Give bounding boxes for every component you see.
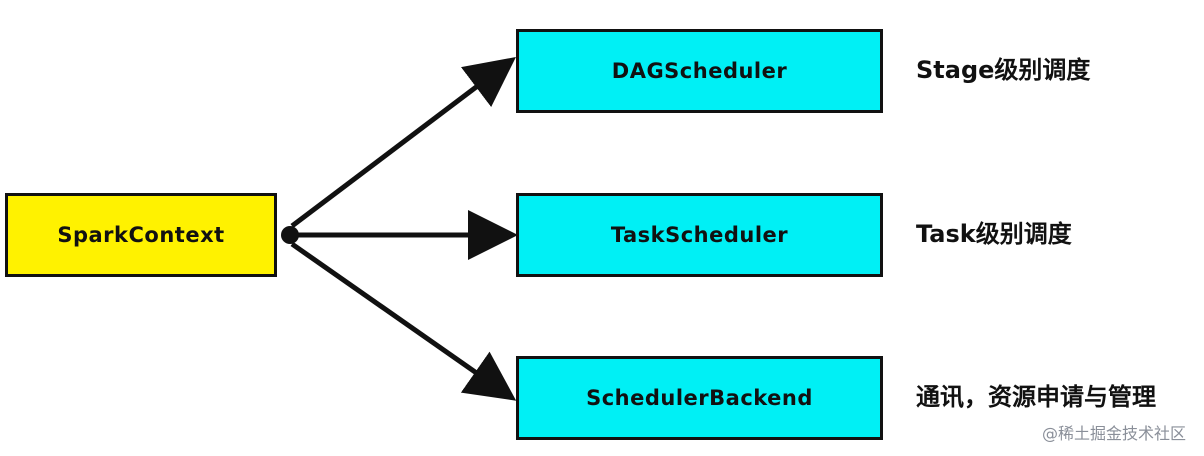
task-scheduler-description: Task级别调度 [916, 220, 1072, 248]
dag-scheduler-node: DAGScheduler [516, 29, 883, 113]
dag-scheduler-description: Stage级别调度 [916, 56, 1091, 84]
arrow-origin-knot [281, 226, 299, 244]
scheduler-backend-node: SchedulerBackend [516, 356, 883, 440]
spark-context-node: SparkContext [5, 193, 277, 277]
task-scheduler-node: TaskScheduler [516, 193, 883, 277]
task-scheduler-label: TaskScheduler [610, 223, 789, 247]
spark-context-label: SparkContext [57, 223, 225, 247]
scheduler-backend-label: SchedulerBackend [586, 386, 813, 410]
watermark: @稀土掘金技术社区 [1041, 424, 1186, 443]
scheduler-backend-description: 通讯，资源申请与管理 [916, 383, 1156, 411]
arrow-to-dag-scheduler [290, 56, 516, 228]
arrow-to-scheduler-backend [290, 241, 517, 401]
dag-scheduler-label: DAGScheduler [611, 59, 788, 83]
